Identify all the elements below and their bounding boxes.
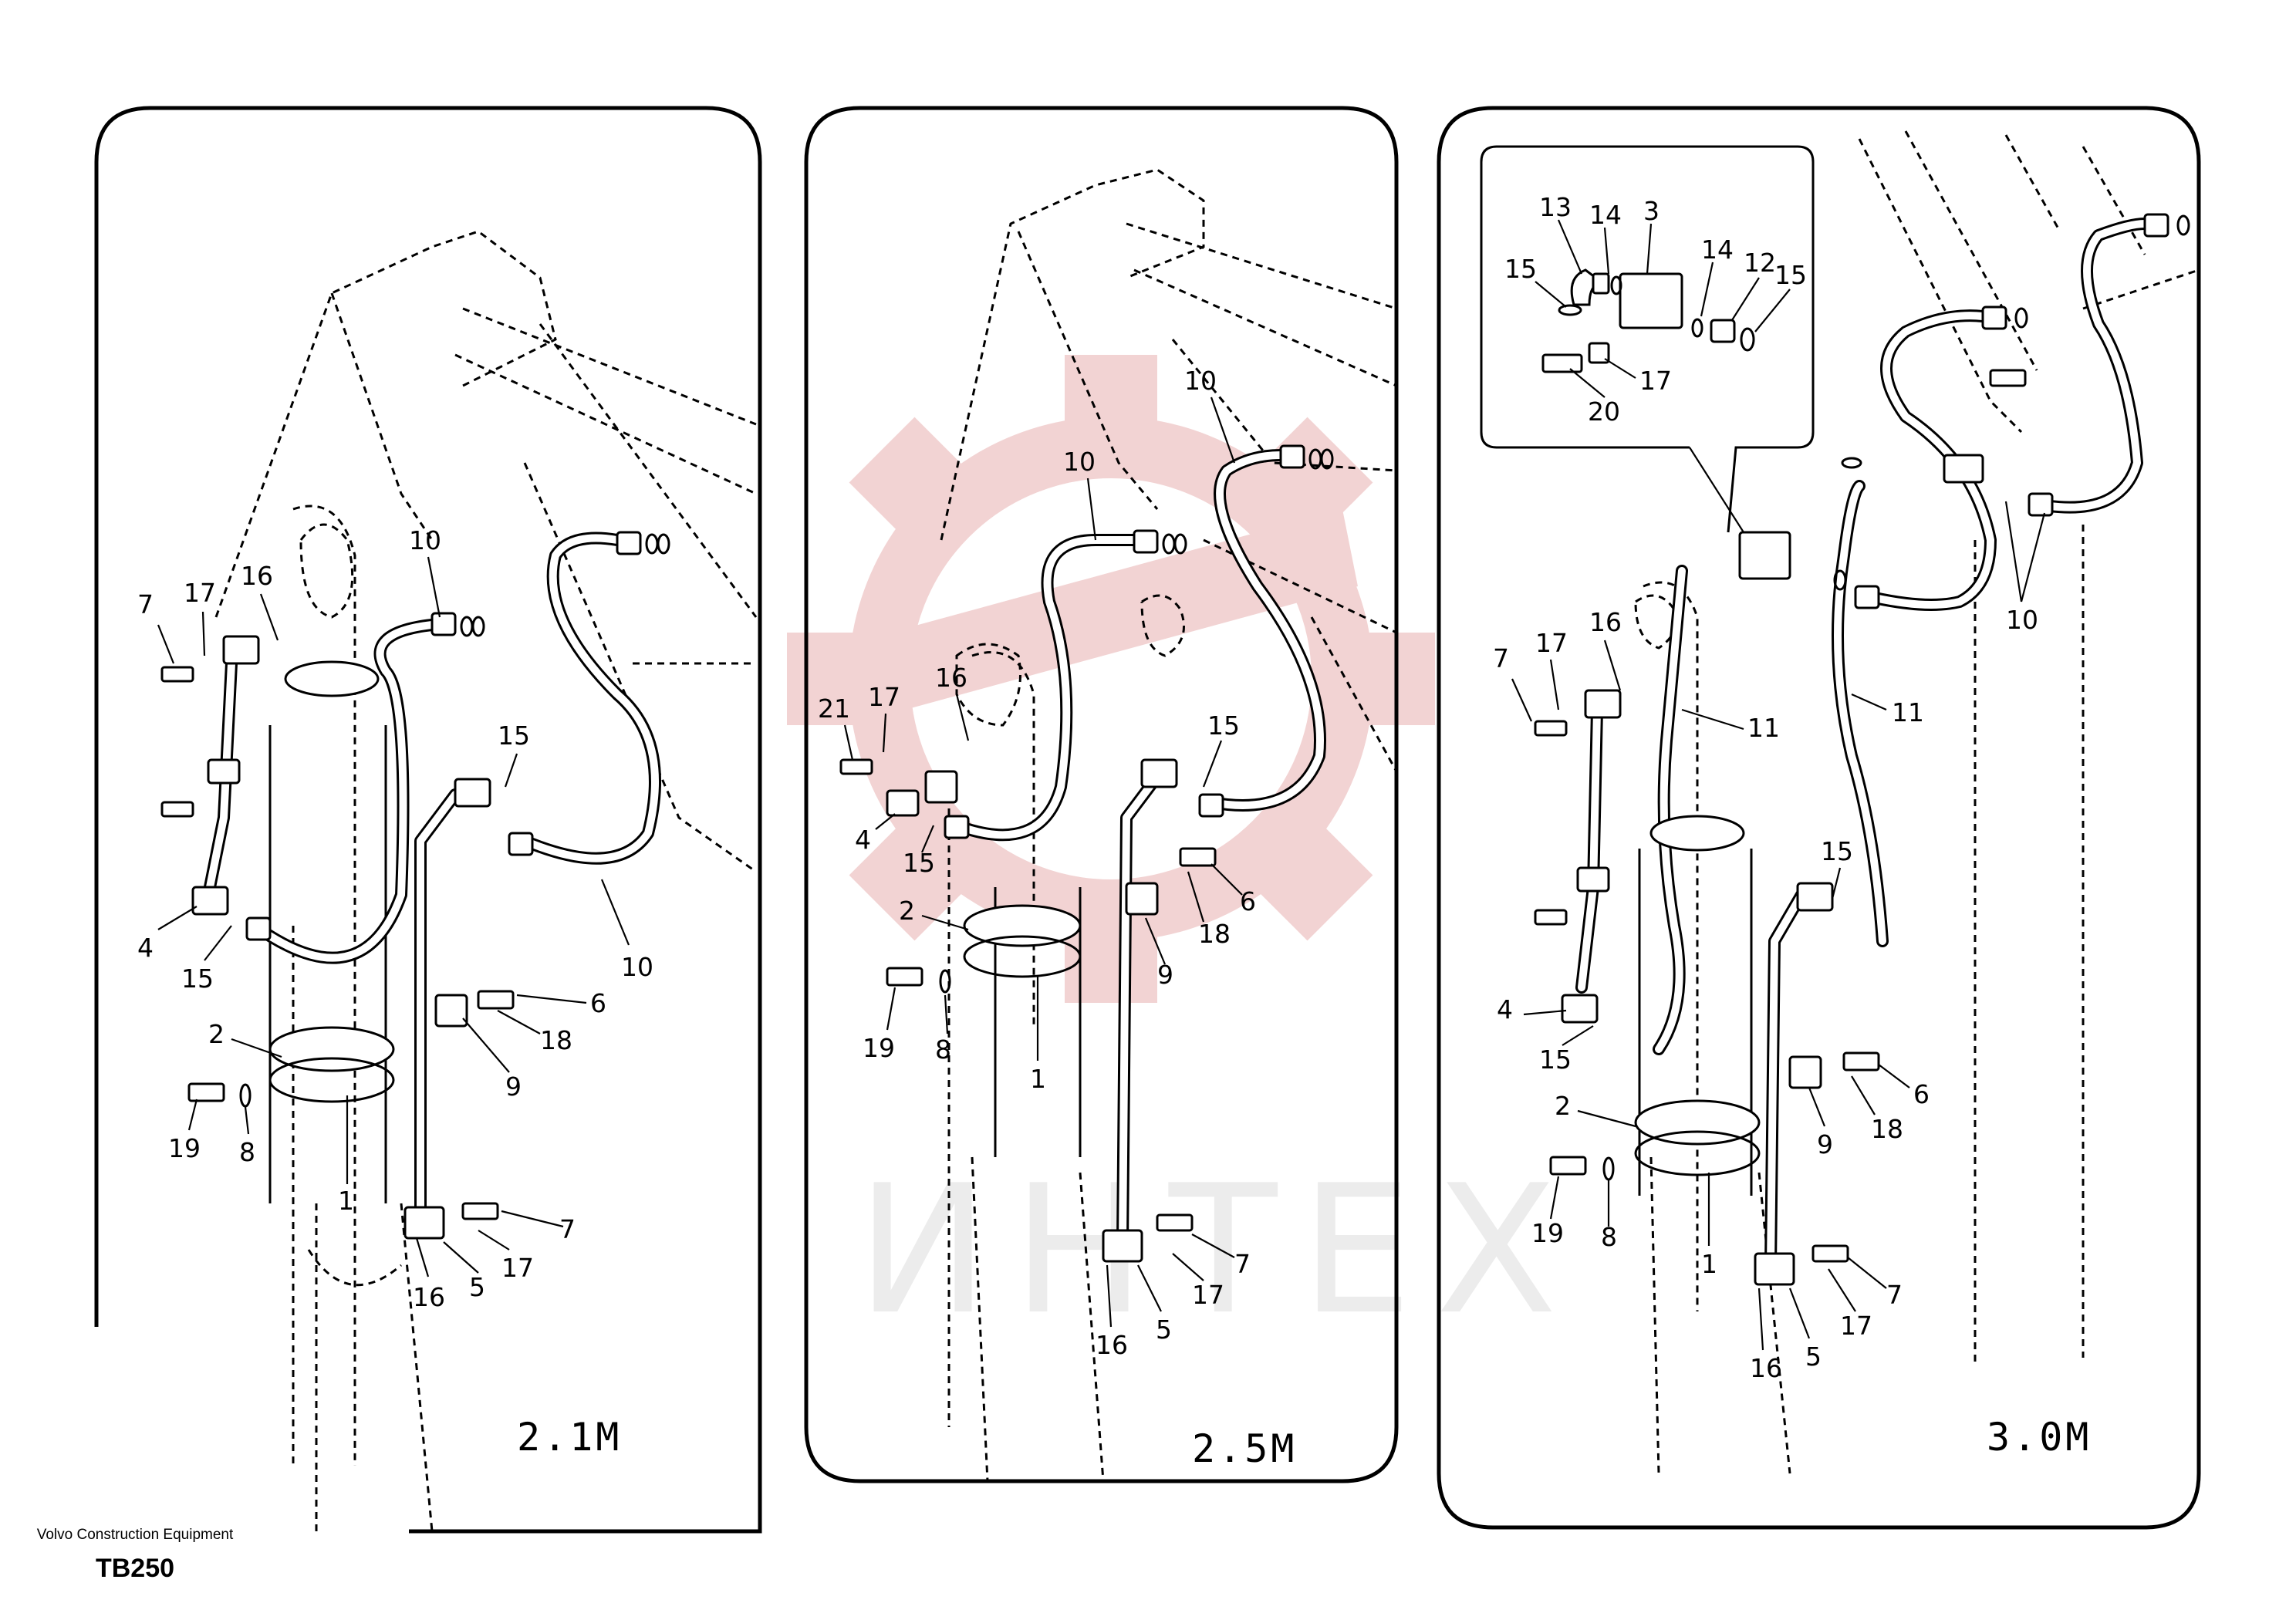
callout: 11: [1892, 697, 1924, 727]
callout: 21: [818, 694, 850, 724]
diagram-code: TB250: [95, 1554, 175, 1583]
callout: 20: [1588, 397, 1620, 427]
callout: 1: [1701, 1249, 1717, 1279]
callout: 8: [935, 1034, 951, 1065]
callout: 5: [1805, 1342, 1822, 1372]
callout: 7: [1886, 1280, 1903, 1310]
callout: 19: [168, 1133, 201, 1163]
callout: 14: [1589, 200, 1622, 230]
callout: 4: [855, 825, 871, 855]
watermark-text: ИНТЕХ: [856, 1148, 1580, 1354]
callout: 17: [1192, 1280, 1224, 1310]
callout: 5: [469, 1272, 485, 1302]
callout: 6: [1913, 1079, 1930, 1109]
callout: 4: [1497, 994, 1513, 1024]
callout: 18: [1871, 1114, 1903, 1144]
company-name: Volvo Construction Equipment: [36, 1527, 234, 1543]
callout: 16: [935, 663, 967, 693]
callout: 3: [1643, 196, 1660, 226]
callout: 18: [540, 1025, 572, 1055]
callout: 15: [1774, 260, 1807, 290]
panel-3-0m: 13 14 3 14 12 15 15 17 20: [1437, 106, 2201, 1530]
callout: 15: [1504, 254, 1537, 284]
callout: 17: [1840, 1311, 1872, 1341]
callout: 10: [1063, 447, 1096, 477]
callout: 18: [1198, 919, 1231, 949]
callout: 19: [1531, 1218, 1564, 1248]
callout: 10: [1184, 366, 1217, 396]
callout: 15: [181, 964, 214, 994]
callout: 15: [1539, 1045, 1572, 1075]
panel-2-1m: 7 17 16 10 4 15 15 10 6 18 2 9 19 8 1 7 …: [94, 106, 762, 1534]
callout: 15: [1207, 710, 1240, 741]
detail-inset: 13 14 3 14 12 15 15 17 20: [1480, 145, 1815, 533]
callout: 10: [621, 952, 653, 982]
callout: 2: [899, 896, 915, 926]
callout: 19: [863, 1033, 895, 1063]
callout: 16: [413, 1282, 445, 1312]
panel-title: 3.0M: [1987, 1415, 2092, 1460]
callout: 17: [501, 1253, 534, 1283]
callout: 7: [1493, 643, 1509, 673]
callout: 2: [1555, 1091, 1571, 1121]
callout: 1: [338, 1186, 354, 1216]
callout: 10: [2006, 605, 2038, 635]
panel-2-5m: 10 10 21 17 16 15 4 15 6 18 2 9 19 8 1 7…: [804, 106, 1399, 1483]
callout: 16: [1750, 1353, 1782, 1383]
callout: 11: [1747, 713, 1780, 743]
callout: 1: [1030, 1064, 1046, 1094]
callout: 10: [409, 525, 441, 555]
callout: 15: [1821, 836, 1853, 866]
callout: 17: [1639, 366, 1672, 396]
footer: Volvo Construction Equipment TB250: [15, 1526, 255, 1584]
callout: 8: [239, 1137, 255, 1167]
callout: 13: [1539, 192, 1572, 222]
callout: 16: [1096, 1330, 1128, 1360]
callout: 12: [1744, 248, 1776, 278]
callout: 2: [208, 1019, 225, 1049]
callout: 17: [184, 578, 216, 608]
callout: 9: [1157, 960, 1173, 990]
callout: 9: [505, 1072, 522, 1102]
callout: 16: [241, 561, 273, 591]
callout: 4: [137, 933, 154, 963]
callout: 6: [1240, 886, 1256, 916]
callout: 15: [498, 721, 530, 751]
panel-title: 2.1M: [517, 1415, 622, 1460]
callout: 6: [590, 988, 606, 1018]
callout: 16: [1589, 607, 1622, 637]
callout: 17: [1535, 628, 1568, 658]
callout: 7: [1234, 1249, 1251, 1279]
callout: 14: [1701, 235, 1734, 265]
callout: 5: [1156, 1315, 1172, 1345]
callout: 8: [1601, 1222, 1617, 1252]
callout: 7: [137, 589, 154, 619]
panel-title: 2.5M: [1192, 1426, 1297, 1471]
callout: 9: [1817, 1129, 1833, 1159]
callout: 17: [868, 682, 900, 712]
callout: 15: [903, 848, 935, 878]
gear-icon: [787, 355, 1435, 1003]
callout: 7: [559, 1214, 576, 1244]
